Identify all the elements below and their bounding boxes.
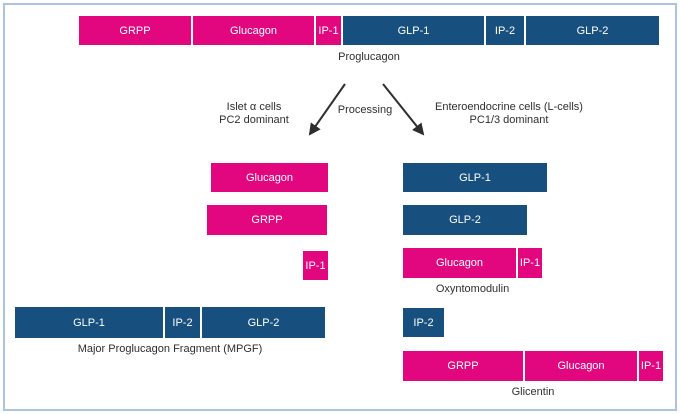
segment-glucagon: Glucagon xyxy=(193,16,314,45)
l-cell-line1: Enteroendocrine cells (L-cells) xyxy=(435,101,583,113)
segment-ip1: IP-1 xyxy=(316,16,341,45)
mpgf-caption: Major Proglucagon Fragment (MPGF) xyxy=(77,343,263,355)
processing-arrows xyxy=(308,83,425,136)
glicentin-caption: Glicentin xyxy=(511,386,555,398)
left-processing-arrow xyxy=(308,83,346,136)
lcell-ip2-box: IP-2 xyxy=(403,308,444,337)
mpgf-bar: GLP-1 IP-2 GLP-2 xyxy=(15,307,325,338)
proglucagon-caption: Proglucagon xyxy=(338,51,400,63)
alpha-grpp-box: GRPP xyxy=(207,205,327,235)
segment-glp2: GLP-2 xyxy=(526,16,659,45)
alpha-cell-line2: PC2 dominant xyxy=(219,114,289,126)
oxyntomodulin-segment-glucagon: Glucagon xyxy=(403,248,516,278)
oxyntomodulin-bar: Glucagon IP-1 xyxy=(403,248,542,278)
alpha-ip1-box: IP-1 xyxy=(303,251,328,280)
proglucagon-bar: GRPP Glucagon IP-1 GLP-1 IP-2 GLP-2 xyxy=(79,16,659,45)
glicentin-bar: GRPP Glucagon IP-1 xyxy=(403,351,663,381)
mpgf-segment-ip2: IP-2 xyxy=(165,307,200,338)
mpgf-segment-glp1: GLP-1 xyxy=(15,307,163,338)
l-cell-line2: PC1/3 dominant xyxy=(469,114,549,126)
lcell-glp2-box: GLP-2 xyxy=(403,205,527,235)
alpha-cell-pathway-label: Islet α cells PC2 dominant xyxy=(194,101,314,127)
segment-glp1: GLP-1 xyxy=(343,16,484,45)
processing-label: Processing xyxy=(337,104,393,116)
oxyntomodulin-segment-ip1: IP-1 xyxy=(518,248,542,278)
segment-grpp: GRPP xyxy=(79,16,191,45)
mpgf-segment-glp2: GLP-2 xyxy=(202,307,325,338)
segment-ip2: IP-2 xyxy=(486,16,524,45)
glicentin-segment-ip1: IP-1 xyxy=(639,351,663,381)
glicentin-segment-grpp: GRPP xyxy=(403,351,523,381)
alpha-glucagon-box: Glucagon xyxy=(211,163,328,192)
glicentin-segment-glucagon: Glucagon xyxy=(525,351,637,381)
oxyntomodulin-caption: Oxyntomodulin xyxy=(435,283,510,295)
alpha-cell-line1: Islet α cells xyxy=(226,101,282,113)
right-processing-arrow xyxy=(382,83,425,136)
l-cell-pathway-label: Enteroendocrine cells (L-cells) PC1/3 do… xyxy=(424,101,594,127)
lcell-glp1-box: GLP-1 xyxy=(403,163,547,192)
